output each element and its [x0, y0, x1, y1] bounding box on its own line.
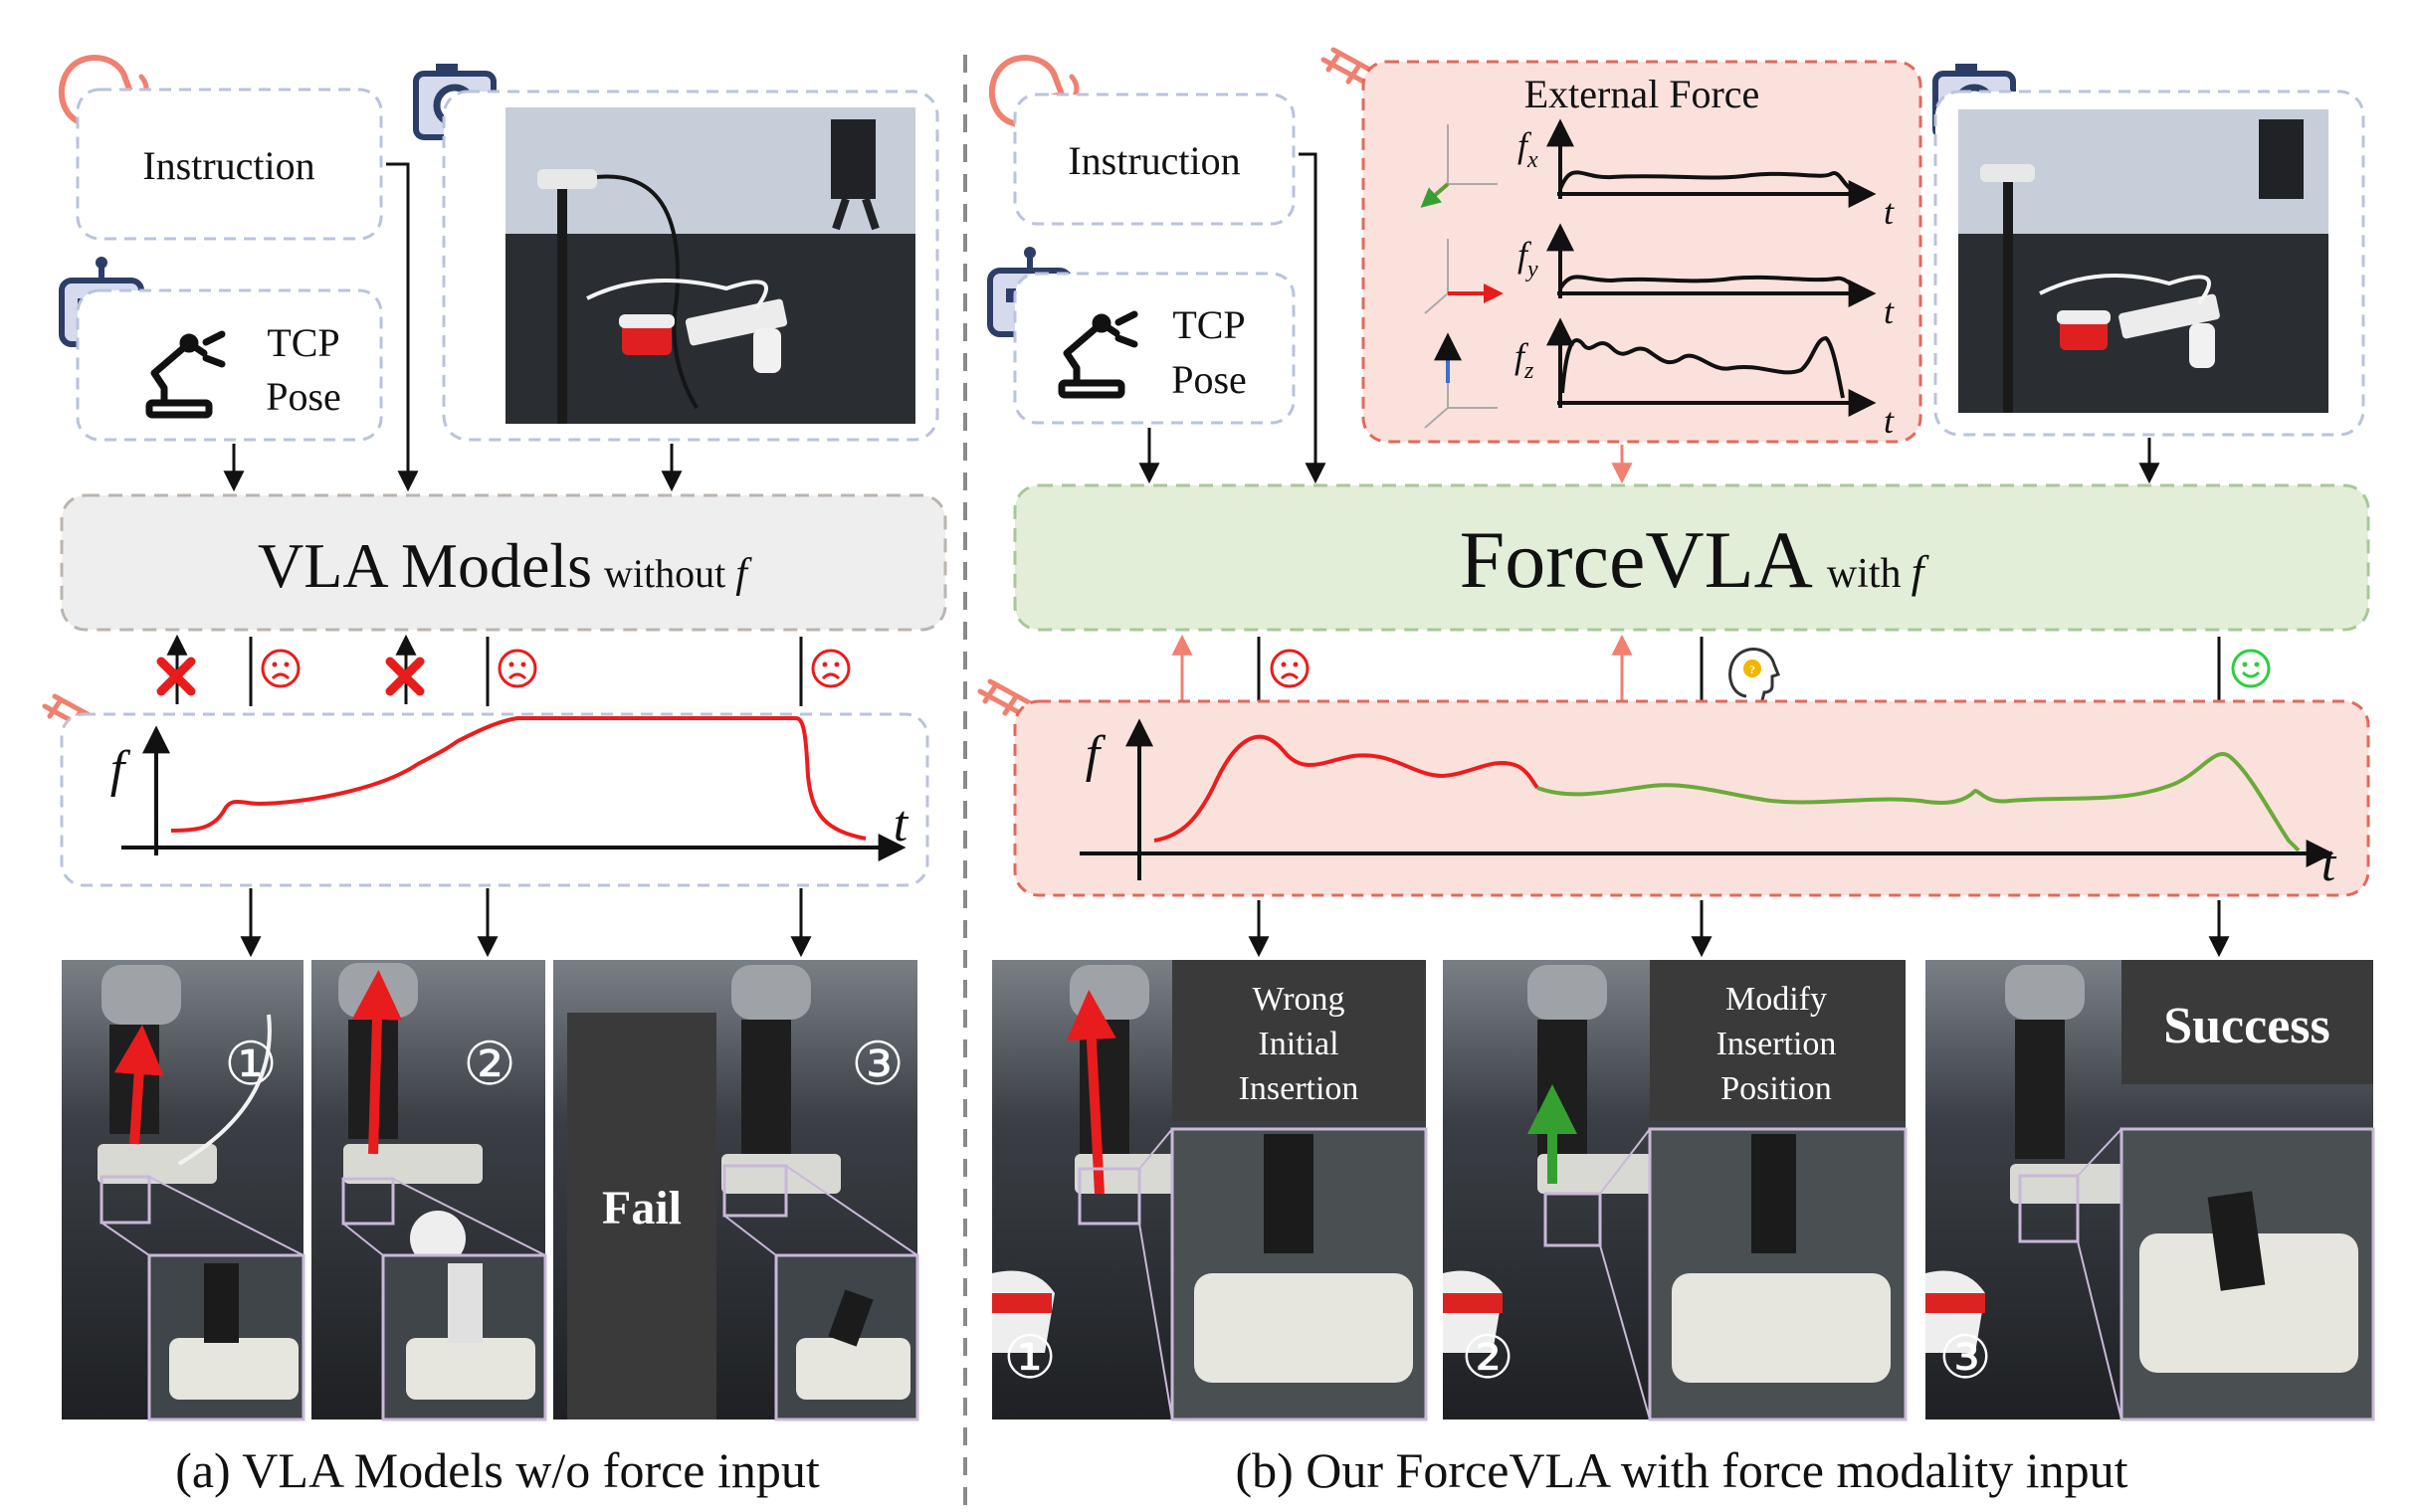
tcp-label-1: TCP [1172, 302, 1245, 347]
thinking-head-icon: ? [1728, 648, 1780, 701]
right-photo-3: Success ③ [1925, 960, 2375, 1421]
left-caption: (a) VLA Models w/o force input [175, 1442, 820, 1498]
step-1: ① [1003, 1325, 1057, 1391]
red-x-icon [385, 657, 425, 696]
instruction-label: Instruction [142, 143, 314, 188]
sad-face-icon [1270, 649, 1310, 688]
force-axis-x: t [2321, 836, 2337, 892]
robot-arm-icon [1058, 310, 1138, 399]
smile-face-icon [2231, 649, 2271, 688]
label-wrong-2: Initial [1258, 1026, 1338, 1062]
external-force-title: External Force [1524, 72, 1760, 116]
label-modify-1: Modify [1725, 981, 1827, 1018]
scene-photo [1958, 109, 2328, 413]
label-wrong-3: Insertion [1239, 1070, 1359, 1107]
sad-face-icon [261, 649, 301, 688]
fz-curve [1560, 335, 1845, 399]
fail-label: Fail [602, 1182, 682, 1234]
step-1: ① [224, 1032, 278, 1097]
force-curve [170, 716, 867, 841]
forcevla-model-box [1013, 483, 2370, 632]
step-2: ② [463, 1032, 516, 1097]
right-photo-1: Wrong Initial Insertion ① [992, 960, 1428, 1421]
tcp-pose-box [1013, 272, 1296, 425]
success-label: Success [2163, 998, 2330, 1054]
left-photo-1: ① [62, 960, 305, 1421]
svg-text:?: ? [1749, 662, 1755, 676]
step-3: ③ [1938, 1325, 1992, 1391]
sad-face-icon [811, 649, 851, 688]
instruction-label: Instruction [1068, 138, 1240, 183]
tcp-label-2: Pose [266, 374, 341, 419]
force-curve-red [1153, 734, 1539, 843]
force-plot-box [60, 712, 929, 887]
vla-model-box [60, 493, 947, 632]
tcp-label-2: Pose [1171, 357, 1247, 402]
left-panel: Instruction TCP Pose [42, 55, 947, 1498]
instruction-box [1013, 93, 1296, 226]
sad-face-icon [498, 649, 537, 688]
force-axis-x: t [894, 796, 909, 852]
step-2: ② [1461, 1325, 1514, 1391]
force-curve-green [1536, 752, 2301, 852]
fx-t: t [1884, 192, 1895, 232]
left-photo-2: ② [311, 960, 547, 1421]
right-photo-2: Modify Insertion Position ② [1443, 960, 1908, 1421]
label-wrong-1: Wrong [1252, 981, 1344, 1018]
fz-t: t [1884, 401, 1895, 441]
fy-t: t [1884, 291, 1895, 331]
tcp-label-1: TCP [267, 320, 339, 365]
label-modify-3: Position [1720, 1070, 1831, 1107]
fx-curve [1558, 170, 1853, 191]
robot-arm-icon [145, 330, 226, 419]
left-photo-3: Fail ③ [553, 960, 919, 1421]
right-caption: (b) Our ForceVLA with force modality inp… [1235, 1442, 2127, 1498]
label-modify-2: Insertion [1716, 1026, 1837, 1062]
right-panel: Instruction TCP Pose External Force [977, 47, 2375, 1498]
step-3: ③ [851, 1032, 905, 1097]
fy-curve [1558, 275, 1862, 292]
force-plot-box [1013, 699, 2370, 897]
instruction-box [76, 88, 383, 241]
scene-photo [505, 107, 915, 424]
red-x-icon [156, 657, 196, 696]
external-force-box [1361, 60, 1922, 444]
